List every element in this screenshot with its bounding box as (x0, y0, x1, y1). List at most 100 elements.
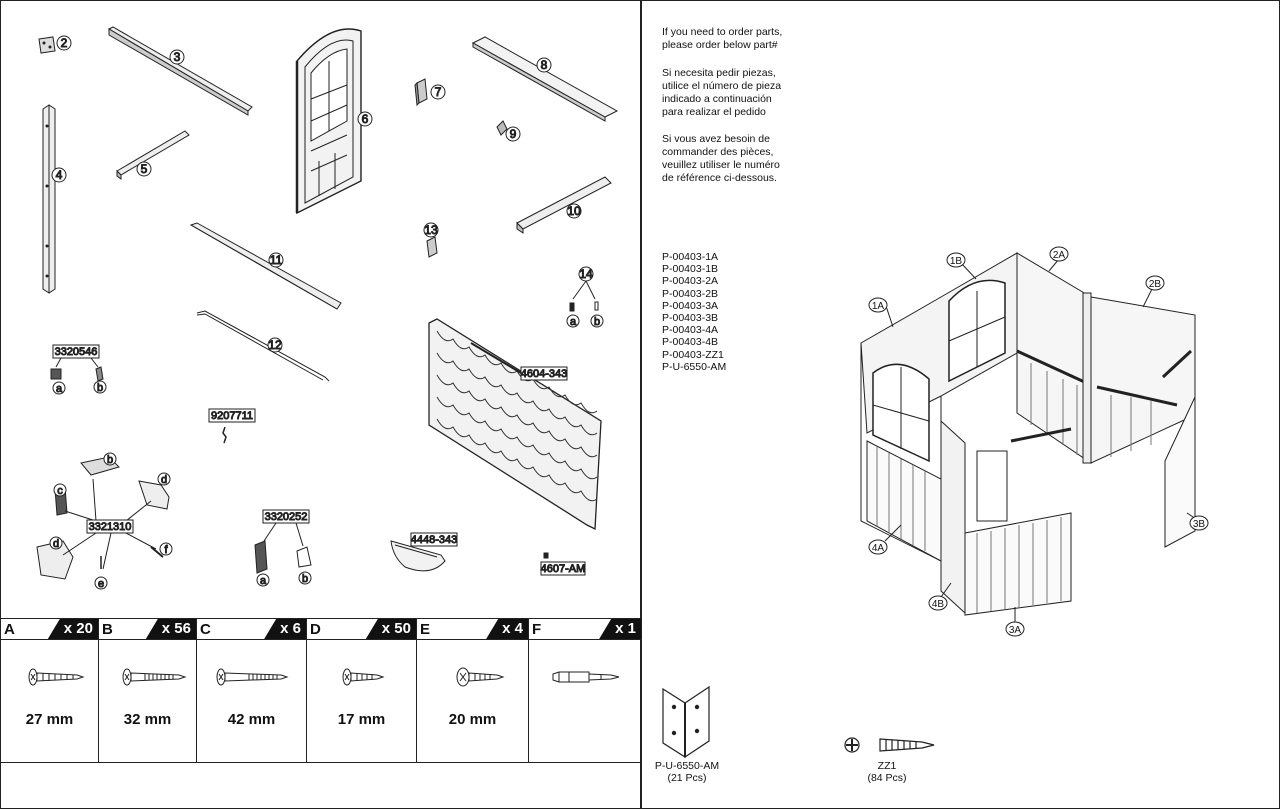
label-4a: 4A (872, 543, 885, 554)
order-parts-page: If you need to order parts, please order… (641, 0, 1280, 809)
part-9207711-label: 9207711 (211, 410, 253, 422)
label-3a: 3A (1009, 625, 1022, 636)
part-3321310-pieces (36, 456, 170, 580)
wall-assembly-diagram: 1A 1B 2A 2B 3A 3B 4A 4B (860, 246, 1209, 637)
part-number: P-00403-1B (662, 263, 719, 276)
phillips-pan-screw-icon (456, 667, 505, 687)
hardware-qty: x 50 (365, 619, 416, 639)
hardware-size: 27 mm (25, 711, 74, 728)
part-3320252-label: 3320252 (265, 511, 308, 523)
svg-text:a: a (570, 316, 577, 328)
svg-text:b: b (97, 382, 103, 394)
part-number: P-00403-ZZ1 (662, 348, 724, 361)
part-number: P-00403-3B (662, 312, 719, 325)
order-text-french: Si vous avez besoin de commander des piè… (662, 133, 780, 184)
shingle-roof-panel (428, 318, 602, 531)
corner-bracket-icon (662, 685, 710, 759)
part-9-clip (496, 120, 508, 136)
hardware-letter: C (200, 620, 211, 638)
order-text-english: If you need to order parts, please order… (662, 26, 783, 51)
label-3b: 3B (1193, 519, 1206, 530)
part-13-label: 13 (424, 223, 438, 237)
part-13-clip (426, 236, 438, 258)
svg-text:d: d (53, 538, 59, 550)
hardware-qty: x 6 (264, 619, 306, 639)
hardware-letter: F (532, 620, 542, 638)
part-11-label: 11 (270, 253, 283, 267)
label-1a: 1A (872, 301, 885, 312)
part-number: P-U-6550-AM (662, 360, 727, 373)
part-8-plank (471, 36, 619, 122)
parts-illustration: 2 3 4 5 (36, 26, 619, 591)
part-3320546-label: 3320546 (55, 346, 98, 358)
hardware-qty: x 56 (145, 619, 196, 639)
bracket-caption: P-U-6550-AM (21 Pcs) (654, 760, 720, 784)
label-2b: 2B (1149, 279, 1162, 290)
part-4-label: 3 (174, 50, 181, 64)
phillips-pan-screw-icon (122, 668, 187, 686)
parts-list-page: 2 3 4 5 (0, 0, 641, 809)
part-14-label: 14 (579, 267, 593, 281)
part-4604-343-label: 4604-343 (521, 368, 568, 380)
hardware-letter: B (102, 620, 113, 638)
part-5-rail (116, 130, 190, 180)
part-9-label: 9 (510, 127, 517, 141)
label-2a: 2A (1053, 250, 1066, 261)
svg-text:e: e (98, 578, 104, 590)
svg-text:b: b (107, 454, 113, 466)
part-number: P-00403-4A (662, 324, 719, 337)
part-2-bracket (38, 36, 56, 54)
part-4-rail (107, 26, 253, 116)
part-9207711-hook (222, 426, 227, 444)
part-10-label: 10 (567, 204, 581, 218)
svg-text:b: b (302, 573, 308, 585)
part-6-door (295, 28, 362, 215)
part-7-clip (414, 78, 428, 107)
part-number: P-00403-2B (662, 287, 719, 300)
part-7-label: 7 (435, 85, 442, 99)
part-4607-am-piece (543, 552, 549, 559)
part-8-label: 8 (541, 58, 548, 72)
hardware-letter: E (420, 620, 431, 638)
part-3-label: 4 (56, 168, 63, 182)
part-14-pegs (569, 301, 599, 312)
part-4448-343-tray (390, 540, 446, 572)
part-6-label: 6 (362, 112, 369, 126)
phillips-screw-icon (844, 737, 935, 753)
screw-caption: ZZ1 (84 Pcs) (867, 760, 907, 784)
hardware-qty: x 4 (486, 619, 528, 639)
screwdriver-bit-icon (552, 671, 620, 683)
part-2-label: 2 (61, 36, 68, 50)
part-11-rail (189, 222, 342, 310)
hardware-size: 42 mm (227, 711, 276, 728)
part-3320546-pieces (50, 366, 104, 382)
label-1b: 1B (950, 256, 963, 267)
hardware-size: 20 mm (448, 711, 497, 728)
svg-text:f: f (164, 544, 168, 556)
phillips-pan-screw-icon (28, 668, 85, 686)
svg-text:a: a (260, 575, 267, 587)
hardware-qty: x 1 (599, 619, 641, 639)
part-3321310-label: 3321310 (89, 521, 132, 533)
part-number-list: P-00403-1A P-00403-1B P-00403-2A P-00403… (662, 251, 726, 373)
part-12-label: 12 (268, 338, 282, 352)
phillips-pan-screw-icon (216, 668, 289, 686)
part-3320252-pieces (254, 540, 312, 574)
part-4448-343-label: 4448-343 (411, 534, 458, 546)
hardware-size: 17 mm (337, 711, 386, 728)
part-5-label: 5 (141, 162, 148, 176)
svg-text:d: d (161, 474, 167, 486)
part-number: P-00403-3A (662, 299, 719, 312)
part-4607-am-label: 4607-AM (541, 563, 586, 575)
hardware-letter: A (4, 620, 15, 638)
phillips-pan-screw-icon (342, 668, 385, 686)
part-3-post (42, 104, 56, 294)
part-12-rod (196, 310, 330, 382)
order-text-spanish: Si necesita pedir piezas, utilice el núm… (662, 67, 782, 118)
